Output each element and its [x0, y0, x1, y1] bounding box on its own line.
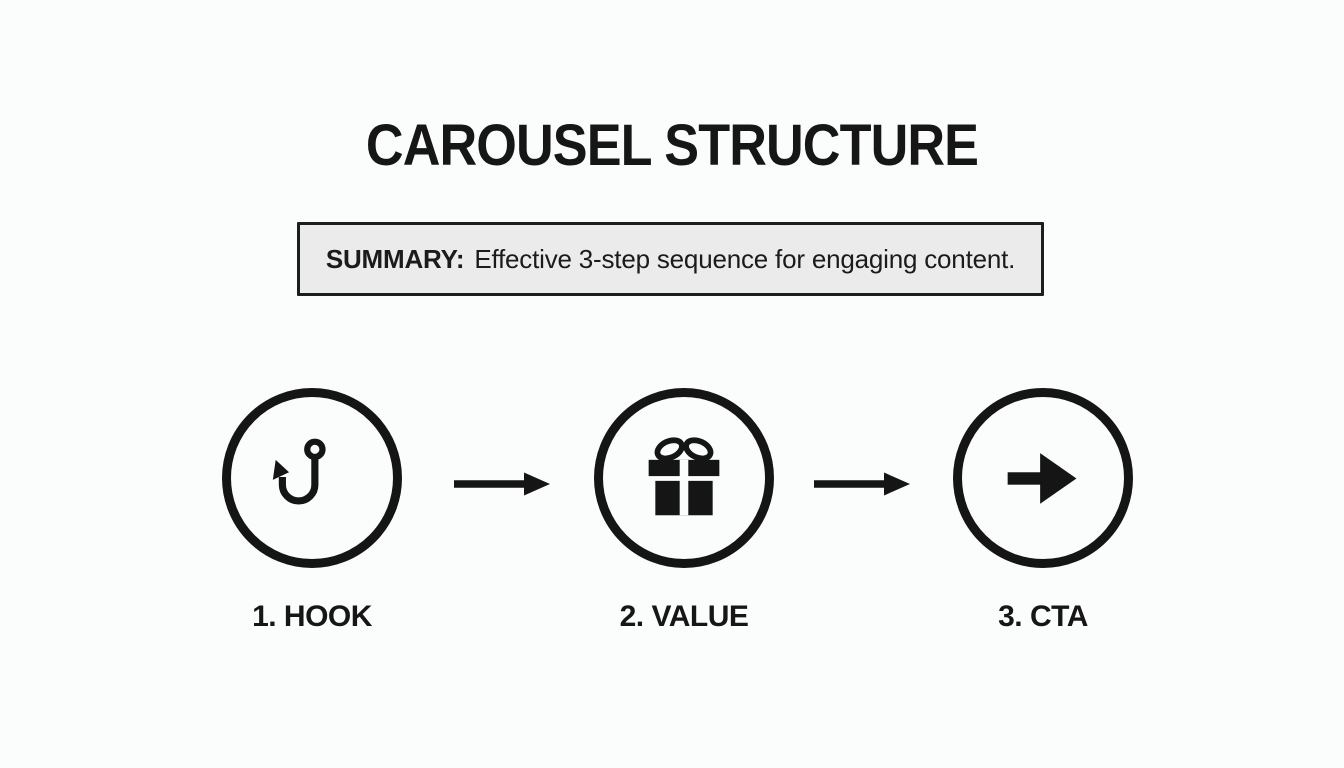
gift-icon: [648, 437, 720, 516]
flow-arrow-icon: [454, 472, 550, 496]
summary-text: Effective 3-step sequence for engaging c…: [474, 243, 1016, 274]
page-title: CAROUSEL STRUCTURE: [365, 113, 979, 178]
step-cta-circle: [953, 388, 1133, 568]
arrow-right-icon: [1007, 453, 1077, 504]
summary-label: SUMMARY:: [325, 243, 465, 274]
step-value-circle: [594, 388, 774, 568]
step-hook-circle: [222, 388, 402, 568]
step-cta-label: 3. CTA: [998, 600, 1088, 633]
step-value-label: 2. VALUE: [619, 600, 749, 633]
fishing-hook-icon: [272, 438, 326, 505]
summary-box: SUMMARY: Effective 3-step sequence for e…: [297, 222, 1044, 296]
step-hook-label: 1. HOOK: [252, 600, 372, 633]
flow-arrow-icon: [814, 472, 910, 496]
